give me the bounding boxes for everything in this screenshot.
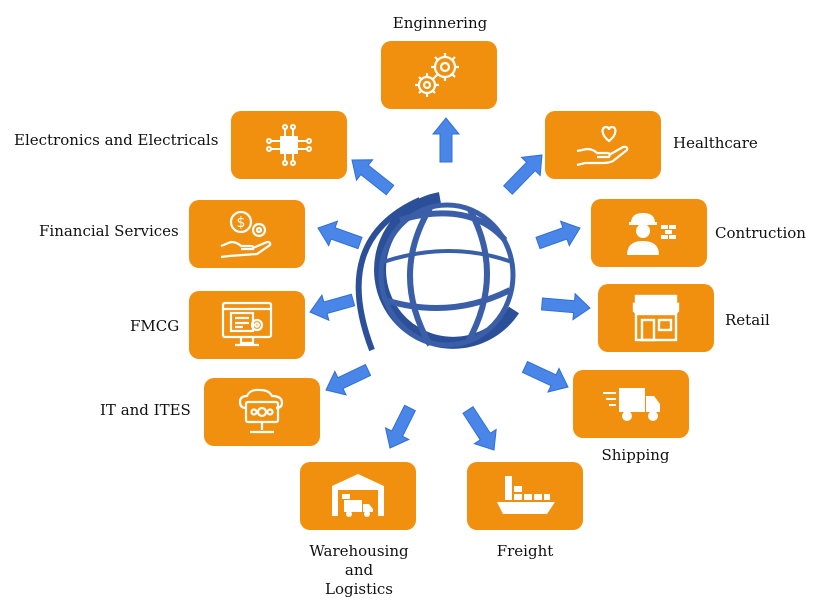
arrow-shipping <box>521 360 569 393</box>
warehouse-truck-icon <box>332 474 384 517</box>
sector-box-it <box>204 378 320 446</box>
sector-label-construction: Contruction <box>715 224 806 242</box>
sector-box-retail <box>598 284 714 352</box>
arrow-financial <box>317 220 363 250</box>
sector-box-shipping <box>573 370 689 438</box>
sector-box-engineering <box>381 41 497 109</box>
sector-label-freight: Freight <box>496 542 554 560</box>
arrow-construction <box>535 220 581 250</box>
sector-label-shipping: Shipping <box>601 446 670 464</box>
arrow-healthcare <box>502 154 543 195</box>
sector-label-healthcare: Healthcare <box>673 134 758 152</box>
arrow-warehousing <box>384 404 417 449</box>
sector-label-financial: Financial Services <box>39 222 179 240</box>
arrow-fmcg <box>309 293 356 322</box>
svg-text:$: $ <box>237 215 246 231</box>
sector-label-electronics: Electronics and Electricals <box>14 131 219 149</box>
cloud-monitor-icon <box>238 388 284 434</box>
circuit-chip-icon <box>266 124 312 166</box>
storefront-icon <box>632 294 680 342</box>
arrow-freight <box>462 406 497 451</box>
sector-box-freight <box>467 462 583 530</box>
sector-label-fmcg: FMCG <box>130 317 180 335</box>
dollar-hand-icon: $ <box>220 210 272 259</box>
sector-box-electronics <box>231 111 347 179</box>
cargo-ship-icon <box>497 476 555 514</box>
hand-heart-icon <box>576 125 629 167</box>
gears-person-icon <box>415 53 459 97</box>
sector-label-engineering: Enginnering <box>392 14 488 32</box>
monitor-gear-icon <box>221 301 273 347</box>
delivery-truck-icon <box>603 388 660 421</box>
sector-box-construction <box>591 199 707 267</box>
sector-box-warehousing <box>300 462 416 530</box>
construction-worker-icon <box>627 213 676 255</box>
arrow-electronics <box>351 159 395 196</box>
arrow-retail <box>540 292 591 321</box>
sector-label-retail: Retail <box>725 311 770 329</box>
sector-box-fmcg <box>189 291 305 359</box>
sector-box-healthcare <box>545 111 661 179</box>
sector-label-it: IT and ITES <box>100 401 191 419</box>
arrow-it <box>325 363 372 396</box>
arrow-engineering <box>431 117 461 163</box>
sector-box-financial: $ <box>189 200 305 268</box>
